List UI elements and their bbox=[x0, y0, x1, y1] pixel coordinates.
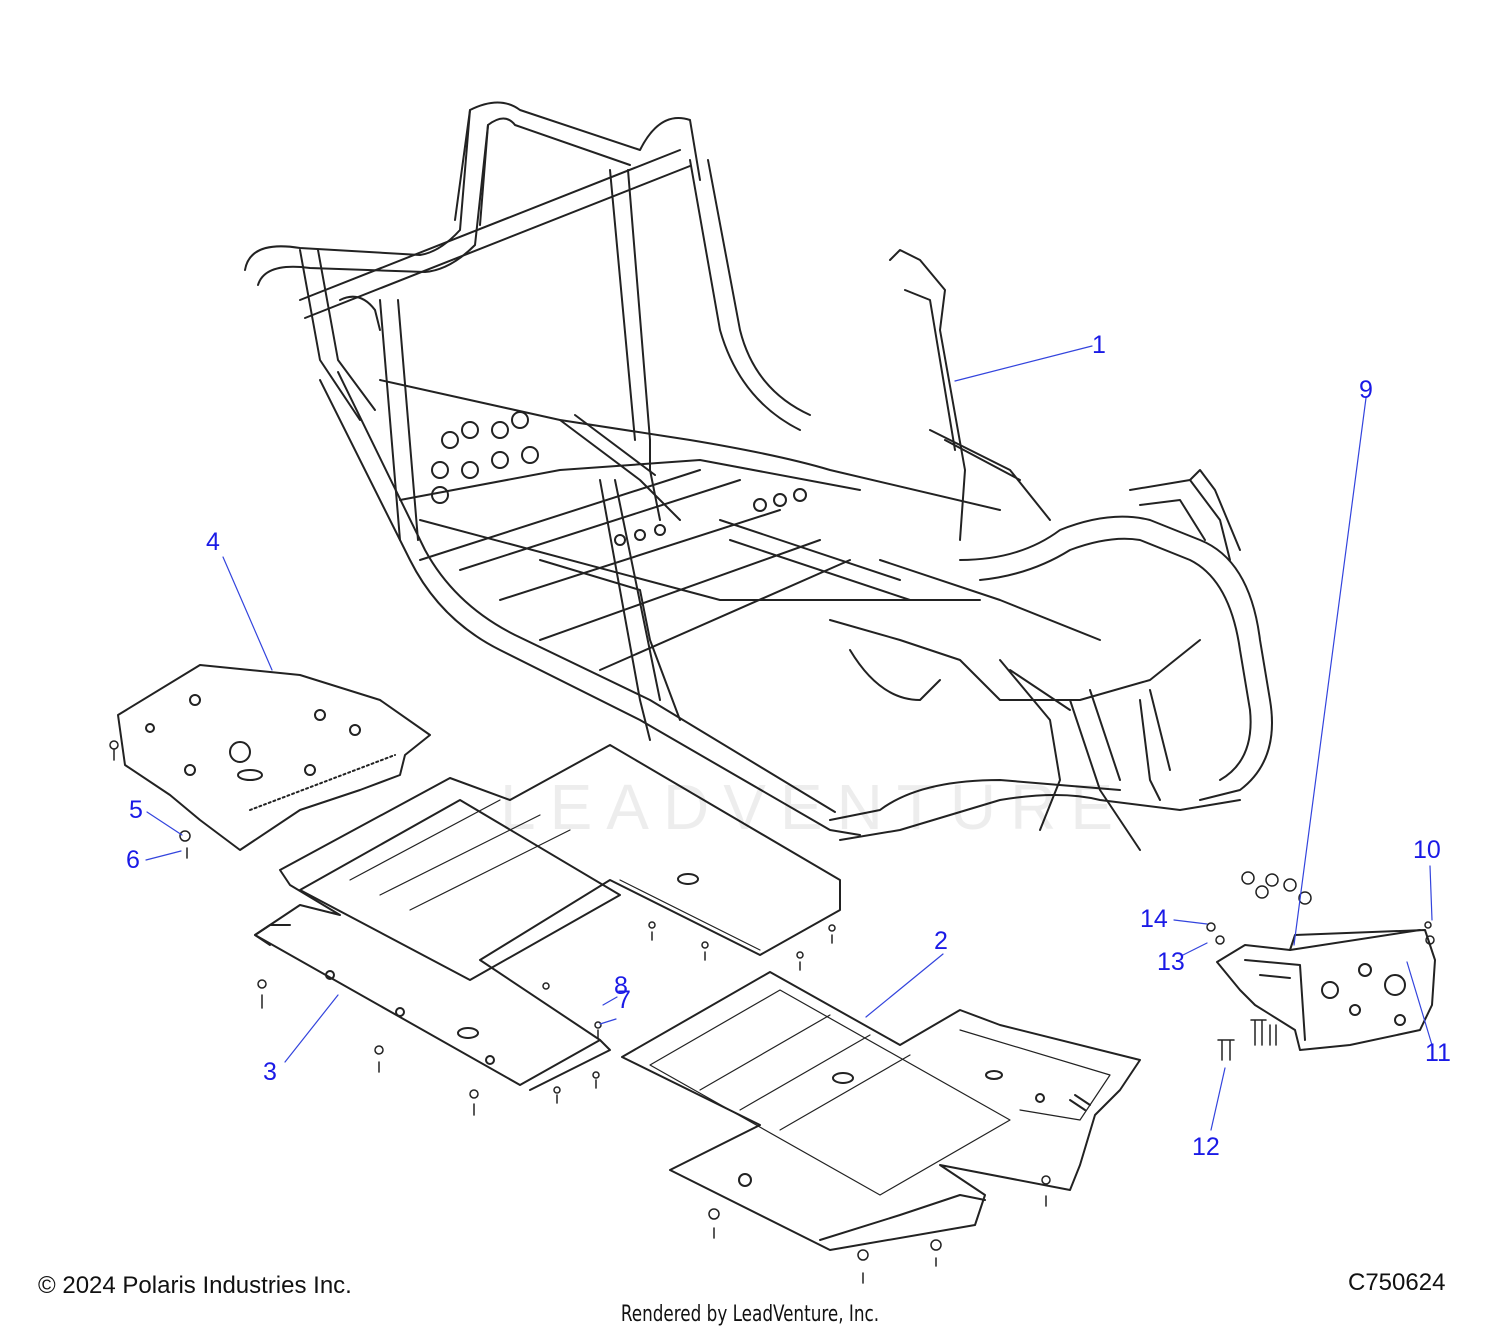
callout-11[interactable]: 11 bbox=[1425, 1039, 1451, 1067]
callout-7[interactable]: 7 bbox=[617, 986, 631, 1014]
callout-9[interactable]: 9 bbox=[1359, 376, 1373, 404]
skid-plate-3 bbox=[254, 744, 841, 1091]
chassis-frame bbox=[244, 101, 1273, 851]
bracket-assembly-9-11 bbox=[1216, 929, 1436, 1051]
watermark: LEADVENTURE bbox=[500, 771, 1127, 843]
copyright-text: © 2024 Polaris Industries Inc. bbox=[38, 1272, 352, 1299]
rendered-by-text: Rendered by LeadVenture, Inc. bbox=[620, 1302, 880, 1327]
skid-plate-4 bbox=[117, 664, 431, 851]
leader-lines bbox=[145, 345, 1433, 1131]
callout-13[interactable]: 13 bbox=[1157, 948, 1185, 976]
callout-1[interactable]: 1 bbox=[1092, 331, 1106, 359]
callout-12[interactable]: 12 bbox=[1192, 1133, 1220, 1161]
callout-6[interactable]: 6 bbox=[126, 846, 140, 874]
skid-plate-2 bbox=[621, 971, 1141, 1251]
diagram-code: C750624 bbox=[1348, 1269, 1446, 1296]
callout-10[interactable]: 10 bbox=[1413, 836, 1441, 864]
callout-3[interactable]: 3 bbox=[263, 1058, 277, 1086]
callout-5[interactable]: 5 bbox=[129, 796, 143, 824]
callout-2[interactable]: 2 bbox=[934, 927, 948, 955]
fasteners bbox=[109, 740, 1435, 1284]
callout-4[interactable]: 4 bbox=[206, 528, 220, 556]
callout-8[interactable]: 8 bbox=[614, 972, 628, 1000]
callout-14[interactable]: 14 bbox=[1140, 905, 1168, 933]
